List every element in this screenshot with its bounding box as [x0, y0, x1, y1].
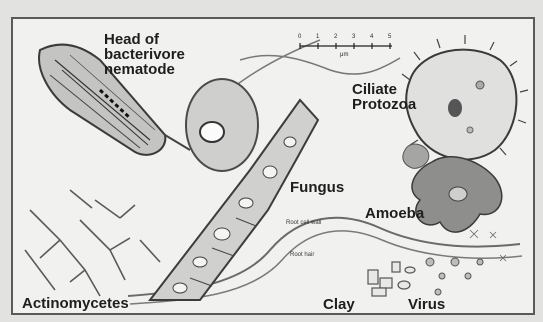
label-actinomycetes: Actinomycetes: [22, 296, 129, 311]
label-clay: Clay: [323, 297, 355, 312]
scale-tick-1: 1: [316, 34, 319, 40]
scale-tick-2: 2: [334, 34, 337, 40]
label-nematode: Head of bacterivore nematode: [104, 32, 185, 77]
label-virus: Virus: [408, 297, 445, 312]
scale-tick-5: 5: [388, 34, 391, 40]
label-root-cell-wall: Root cell wall: [286, 220, 321, 226]
scale-unit: μm: [340, 52, 348, 58]
label-fungus: Fungus: [290, 180, 344, 195]
scale-tick-3: 3: [352, 34, 355, 40]
label-root-hair: Root hair: [290, 252, 314, 258]
scale-tick-0: 0: [298, 34, 301, 40]
scale-tick-4: 4: [370, 34, 373, 40]
label-amoeba: Amoeba: [365, 206, 424, 221]
label-ciliate-protozoa: Ciliate Protozoa: [352, 82, 416, 112]
